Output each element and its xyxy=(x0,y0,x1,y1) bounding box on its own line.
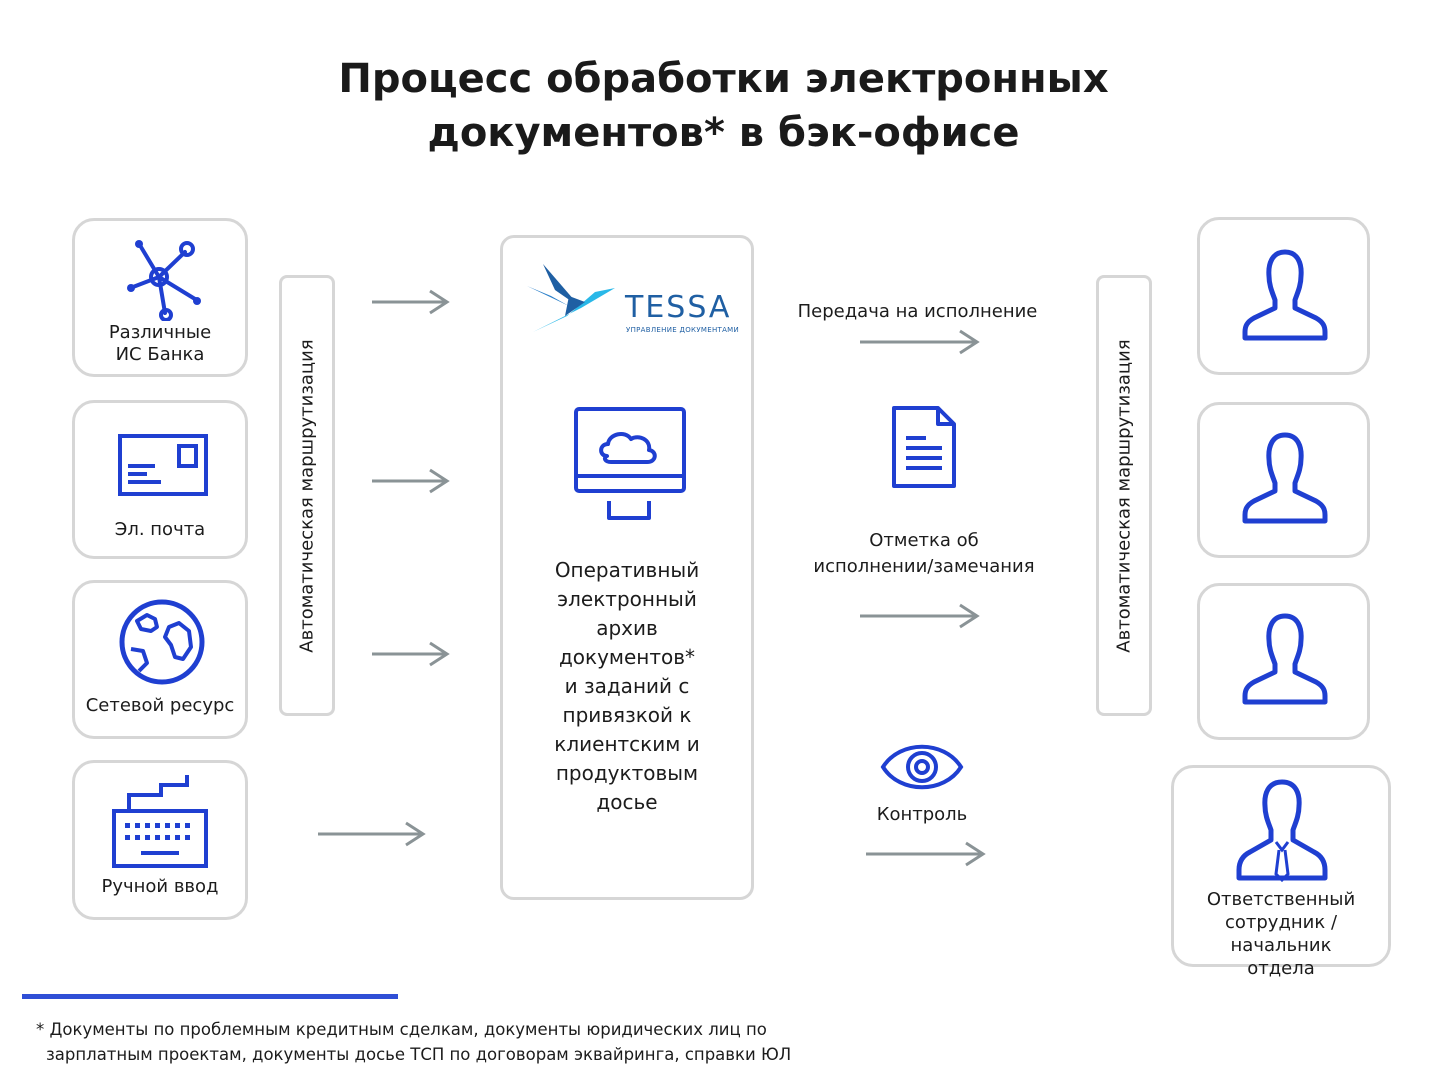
user-icon xyxy=(1242,432,1328,524)
title-line-2: документов* в бэк-офисе xyxy=(427,110,1020,156)
source-label-network: Сетевой ресурс xyxy=(85,695,235,716)
manager-label: Ответственный сотрудник / начальник отде… xyxy=(1206,889,1356,979)
footnote-line-1: * Документы по проблемным кредитным сдел… xyxy=(36,1020,767,1039)
employee-box-2 xyxy=(1197,402,1370,558)
footnote-divider xyxy=(22,994,398,999)
routing-label-left: Автоматическая маршрутизация xyxy=(296,338,318,653)
user-icon xyxy=(1242,249,1328,341)
computer-cloud-icon xyxy=(574,407,686,520)
flow-label-mark: Отметка об исполнении/замечания xyxy=(813,530,1035,577)
manager-user-icon xyxy=(1236,779,1328,882)
employee-box-1 xyxy=(1197,217,1370,375)
source-box-network: Сетевой ресурс xyxy=(72,580,248,739)
footnote: * Документы по проблемным кредитным сдел… xyxy=(36,1017,936,1067)
user-icon xyxy=(1242,613,1328,705)
arrow-right-icon xyxy=(860,603,980,629)
employee-box-3 xyxy=(1197,583,1370,740)
source-box-email: Эл. почта xyxy=(72,400,248,559)
tessa-logo: TESSA УПРАВЛЕНИЕ ДОКУМЕНТАМИ xyxy=(525,262,739,334)
flow-label-control: Контроль xyxy=(876,804,968,825)
source-label-email: Эл. почта xyxy=(114,519,206,540)
title-line-1: Процесс обработки электронных xyxy=(338,56,1109,102)
envelope-icon xyxy=(118,434,208,496)
routing-bar-left: Автоматическая маршрутизация xyxy=(279,275,335,716)
routing-bar-right: Автоматическая маршрутизация xyxy=(1096,275,1152,716)
flow-label-transfer: Передача на исполнение xyxy=(797,301,1038,322)
manager-box: Ответственный сотрудник / начальник отде… xyxy=(1171,765,1391,979)
center-description: Оперативный электронный архив документов… xyxy=(554,558,700,814)
arrow-right-icon xyxy=(866,841,986,867)
keyboard-icon xyxy=(112,775,208,868)
logo-subtext: УПРАВЛЕНИЕ ДОКУМЕНТАМИ xyxy=(626,326,740,334)
arrow-right-icon xyxy=(372,468,450,494)
source-label-manual: Ручной ввод xyxy=(101,876,219,897)
arrow-right-icon xyxy=(372,641,450,667)
document-icon xyxy=(892,406,956,488)
bird-logo-icon xyxy=(527,264,615,332)
network-nodes-icon xyxy=(127,240,201,321)
logo-text: TESSA xyxy=(625,290,732,325)
source-box-bank-systems: Различные ИС Банка xyxy=(72,218,248,377)
arrow-right-icon xyxy=(860,329,980,355)
arrow-right-icon xyxy=(318,821,426,847)
source-label-bank-systems: Различные ИС Банка xyxy=(108,322,212,365)
routing-label-right: Автоматическая маршрутизация xyxy=(1113,338,1135,653)
page-title: Процесс обработки электронных документов… xyxy=(0,52,1447,160)
arrow-right-icon xyxy=(372,289,450,315)
eye-icon xyxy=(880,744,964,790)
globe-icon xyxy=(119,599,205,685)
footnote-line-2: зарплатным проектам, документы досье ТСП… xyxy=(46,1045,792,1064)
center-archive-box: TESSA УПРАВЛЕНИЕ ДОКУМЕНТАМИ Оперативный… xyxy=(500,235,754,900)
source-box-manual: Ручной ввод xyxy=(72,760,248,920)
